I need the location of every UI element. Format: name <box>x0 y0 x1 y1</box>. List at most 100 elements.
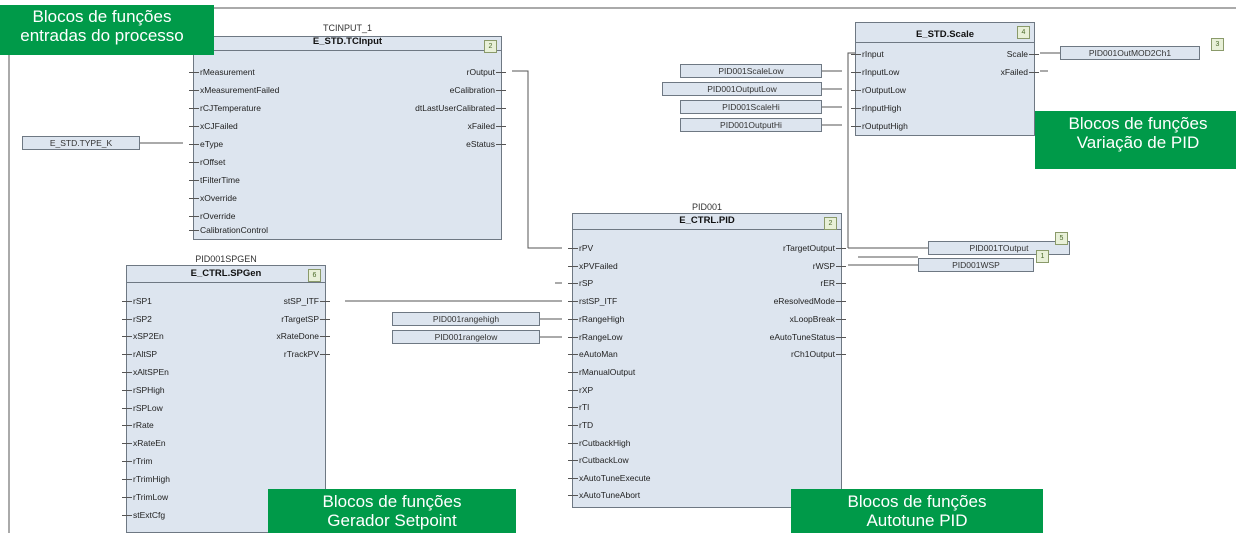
pin-output[interactable]: dtLastUserCalibrated <box>415 103 506 113</box>
pin-input[interactable]: rSPLow <box>122 403 163 413</box>
pin-output[interactable]: eResolvedMode <box>773 296 847 306</box>
pin-input[interactable]: stExtCfg <box>121 510 166 520</box>
block-type-name: E_CTRL.PID <box>679 215 735 226</box>
block-instance-name: PID001SPGEN <box>195 254 257 264</box>
callout-setpoint-generator: Blocos de funções Gerador Setpoint <box>268 489 516 533</box>
pin-input[interactable]: rOffset <box>188 157 226 167</box>
pin-input[interactable]: rTI <box>567 402 590 412</box>
pin-input[interactable]: rAltSP <box>121 349 158 359</box>
variable-wsp[interactable]: PID001WSP <box>918 258 1034 272</box>
block-type-name: E_STD.TCInput <box>312 36 383 47</box>
variable-range-low[interactable]: PID001rangelow <box>392 330 540 344</box>
pin-output[interactable]: rTargetSP <box>281 314 330 324</box>
pin-input[interactable]: rTD <box>567 420 594 430</box>
pin-input[interactable]: xPVFailed <box>568 261 618 271</box>
pin-input[interactable]: rRate <box>122 420 154 430</box>
callout-title: Blocos de funções <box>1068 114 1208 133</box>
block-type-name: E_STD.Scale <box>915 29 975 40</box>
block-instance-name: TCINPUT_1 <box>322 23 372 33</box>
pin-input[interactable]: xCJFailed <box>189 121 238 131</box>
block-header-divider <box>127 282 325 283</box>
pin-input[interactable]: xOverride <box>189 193 237 203</box>
pin-output[interactable]: rER <box>820 278 846 288</box>
callout-title: Blocos de funções <box>322 492 462 511</box>
pin-input[interactable]: CalibrationControl <box>188 225 269 235</box>
spgen-function-block[interactable]: PID001SPGEN E_CTRL.SPGen 6 rSP1 rSP2 xSP… <box>121 254 331 533</box>
pin-output[interactable]: stSP_ITF <box>283 296 331 306</box>
pin-input[interactable]: eAutoMan <box>568 349 618 359</box>
pin-input[interactable]: rOutputLow <box>851 85 906 95</box>
pin-output[interactable]: xRateDone <box>276 331 330 341</box>
pin-input[interactable]: rInput <box>851 49 884 59</box>
pin-input[interactable]: tFilterTime <box>189 175 240 185</box>
pin-output[interactable]: rWSP <box>812 261 847 271</box>
variable-range-high[interactable]: PID001rangehigh <box>392 312 540 326</box>
pin-input[interactable]: xAutoTuneExecute <box>568 473 651 483</box>
pin-input[interactable]: xAutoTuneAbort <box>567 490 641 500</box>
pin-output[interactable]: rCh1Output <box>791 349 846 359</box>
wire-rpv <box>512 70 562 249</box>
pin-input[interactable]: rSPHigh <box>122 385 165 395</box>
pin-input[interactable]: rCutbackLow <box>568 455 629 465</box>
variable-order-badge: 1 <box>1036 250 1049 263</box>
block-order-badge: 6 <box>308 269 321 282</box>
callout-subtitle: Variação de PID <box>1076 133 1200 152</box>
callout-pid-autotune: Blocos de funções Autotune PID <box>791 489 1043 533</box>
pin-input[interactable]: rSP2 <box>122 314 152 324</box>
tcinput-function-block[interactable]: TCINPUT_1 E_STD.TCInput 2 rMeasurement x… <box>188 23 507 240</box>
callout-subtitle: entradas do processo <box>20 26 184 45</box>
pin-input[interactable]: xAltSPEn <box>122 367 169 377</box>
pin-input[interactable]: eType <box>188 139 224 149</box>
pin-output[interactable]: rOutput <box>466 67 507 77</box>
pin-output[interactable]: eCalibration <box>449 85 507 95</box>
pin-output[interactable]: rTrackPV <box>283 349 331 359</box>
pin-input[interactable]: rRangeLow <box>567 332 623 342</box>
pin-input[interactable]: rSP <box>567 278 594 288</box>
block-instance-name: PID001 <box>691 202 723 212</box>
variable-output-hi[interactable]: PID001OutputHi <box>680 118 822 132</box>
variable-order-badge: 5 <box>1055 232 1068 245</box>
callout-title: Blocos de funções <box>32 7 172 26</box>
pin-output[interactable]: xFailed <box>1000 67 1040 77</box>
pin-input[interactable]: rTrimHigh <box>122 474 170 484</box>
pin-input[interactable]: rMeasurement <box>189 67 255 77</box>
variable-scale-low[interactable]: PID001ScaleLow <box>680 64 822 78</box>
pin-input[interactable]: rstSP_ITF <box>567 296 618 306</box>
pin-output[interactable]: rTargetOutput <box>783 243 846 253</box>
pin-input[interactable]: rCJTemperature <box>189 103 261 113</box>
variable-scale-output[interactable]: PID001OutMOD2Ch1 <box>1060 46 1200 60</box>
callout-title: Blocos de funções <box>847 492 987 511</box>
variable-type-k[interactable]: E_STD.TYPE_K <box>22 136 140 150</box>
pin-input[interactable]: xSP2En <box>122 331 164 341</box>
pin-input[interactable]: rTrim <box>122 456 153 466</box>
scale-function-block[interactable]: E_STD.Scale 4 rInput rInputLow rOutputLo… <box>850 22 1040 136</box>
pin-input[interactable]: rInputHigh <box>850 103 902 113</box>
pin-input[interactable]: rPV <box>567 243 594 253</box>
pin-input[interactable]: xMeasurementFailed <box>188 85 280 95</box>
pin-output[interactable]: eAutoTuneStatus <box>769 332 847 342</box>
block-header-divider <box>573 229 841 230</box>
pin-output[interactable]: xLoopBreak <box>789 314 847 324</box>
block-order-badge: 4 <box>1017 26 1030 39</box>
block-header-divider <box>194 50 501 51</box>
pin-input[interactable]: xRateEn <box>122 438 166 448</box>
pin-input[interactable]: rXP <box>567 385 594 395</box>
pin-input[interactable]: rCutbackHigh <box>568 438 631 448</box>
pid-function-block[interactable]: PID001 E_CTRL.PID 2 rPV xPVFailed rSP rs… <box>567 202 847 508</box>
pin-output[interactable]: xFailed <box>467 121 507 131</box>
variable-target-output[interactable]: PID001TOutput <box>928 241 1070 255</box>
pin-input[interactable]: rTrimLow <box>121 492 169 502</box>
pin-input[interactable]: rRangeHigh <box>567 314 625 324</box>
variable-order-badge: 3 <box>1211 38 1224 51</box>
callout-pid-scale: Blocos de funções Variação de PID <box>1035 111 1236 169</box>
variable-scale-hi[interactable]: PID001ScaleHi <box>680 100 822 114</box>
pin-output[interactable]: eStatus <box>466 139 506 149</box>
pin-input[interactable]: rOverride <box>188 211 236 221</box>
pin-input[interactable]: rInputLow <box>850 67 900 77</box>
pin-input[interactable]: rManualOutput <box>567 367 636 377</box>
pin-output[interactable]: Scale <box>1006 49 1040 59</box>
pin-input[interactable]: rOutputHigh <box>851 121 908 131</box>
variable-output-low[interactable]: PID001OutputLow <box>662 82 822 96</box>
pin-input[interactable]: rSP1 <box>122 296 152 306</box>
